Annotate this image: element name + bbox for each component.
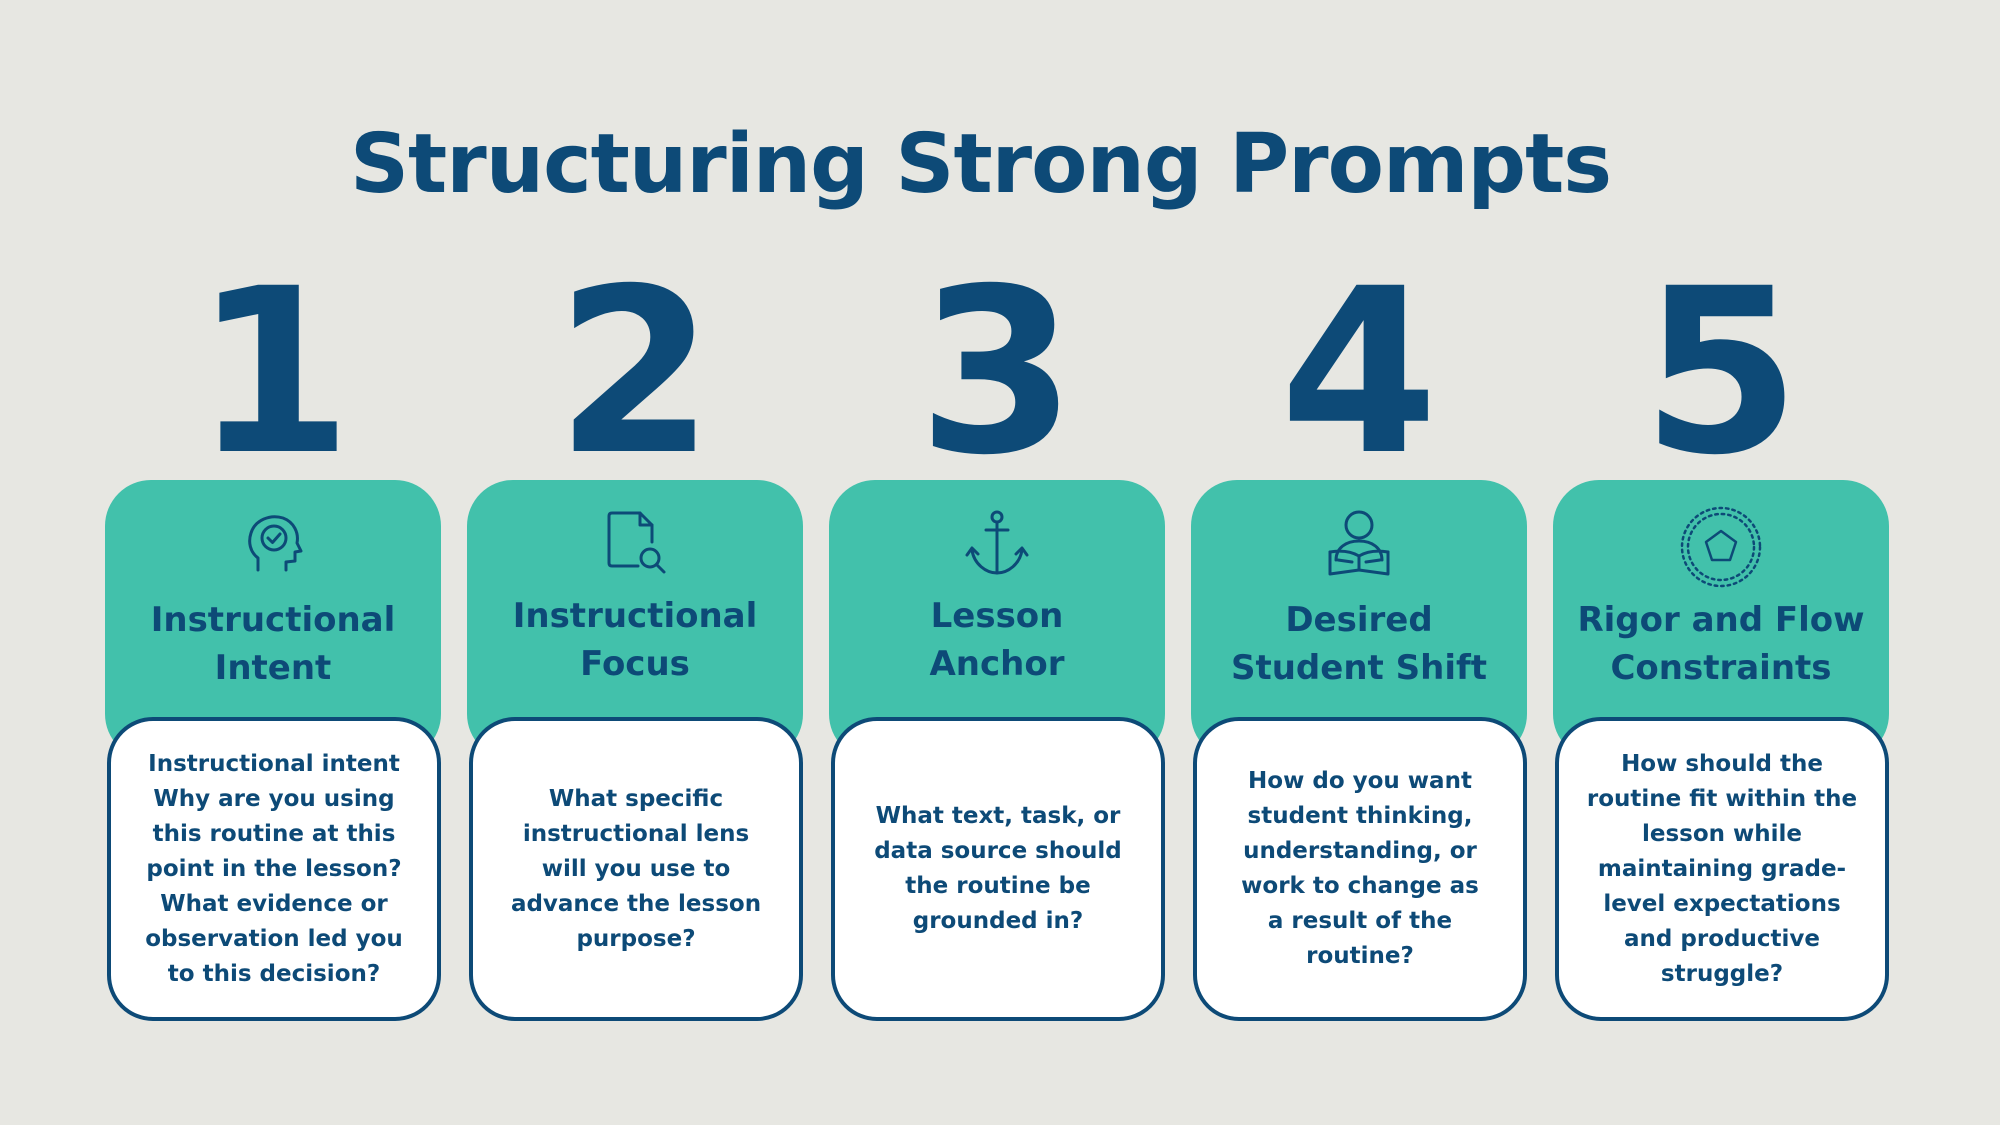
- step-header-card: [1553, 480, 1889, 760]
- step-2: 2 Instructional Focus What specific inst…: [467, 0, 803, 1125]
- step-heading: Desired Student Shift: [1230, 600, 1488, 688]
- step-header-card: [1191, 480, 1527, 760]
- step-question-card: How should the routine fit within the le…: [1555, 717, 1889, 1021]
- step-question-card: Instructional intent Why are you using t…: [107, 717, 441, 1021]
- step-heading: Rigor and Flow Constraints: [1577, 600, 1865, 688]
- step-number: 2: [555, 239, 715, 505]
- step-question-card: What specific instructional lens will yo…: [469, 717, 803, 1021]
- head-check-icon: [238, 508, 308, 578]
- step-header-card: [467, 480, 803, 760]
- step-question: What specific instructional lens will yo…: [510, 785, 762, 952]
- step-question: How should the routine fit within the le…: [1586, 750, 1858, 987]
- student-reading-icon: [1324, 508, 1394, 578]
- page-title: Structuring Strong Prompts: [350, 117, 1612, 212]
- step-question: What text, task, or data source should t…: [874, 803, 1122, 934]
- document-search-icon: [600, 508, 670, 578]
- step-question-card: How do you want student thinking, unders…: [1193, 717, 1527, 1021]
- step-3: 3 Lesson Anchor What text, task, or data…: [829, 0, 1165, 1125]
- step-number: 1: [193, 239, 353, 505]
- step-number: 5: [1641, 239, 1801, 505]
- step-number: 4: [1279, 239, 1439, 505]
- pentagon-circle-icon: [1679, 505, 1763, 589]
- step-1: 1 Instructional Intent Instructional int…: [105, 0, 441, 1125]
- step-heading: Instructional Focus: [512, 596, 758, 684]
- anchor-icon: [962, 508, 1032, 578]
- step-5: 5 Rigor and Flow Constraints How should …: [1553, 0, 1889, 1125]
- step-question: How do you want student thinking, unders…: [1241, 768, 1479, 969]
- step-4: 4 Desired Student Shift How do you want …: [1191, 0, 1527, 1125]
- step-question: Instructional intent Why are you using t…: [145, 750, 403, 987]
- step-heading: Instructional Intent: [150, 600, 396, 688]
- step-question-card: What text, task, or data source should t…: [831, 717, 1165, 1021]
- step-heading: Lesson Anchor: [929, 596, 1065, 684]
- step-number: 3: [917, 239, 1077, 505]
